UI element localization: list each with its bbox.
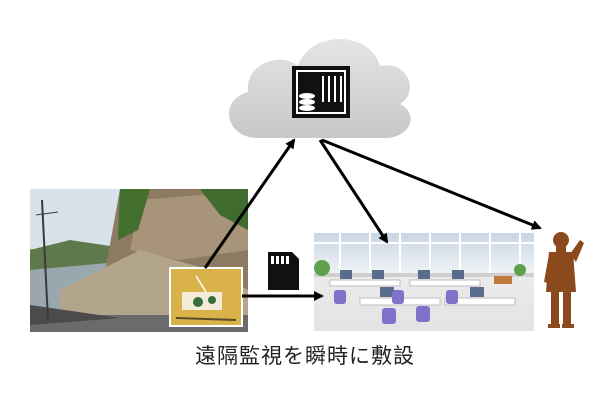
arrow-sensor-to-cloud (203, 138, 296, 269)
sd-card-icon (268, 252, 299, 290)
office-illustration (314, 233, 534, 331)
businessman-icon (544, 232, 584, 328)
sensor-device-photo (169, 267, 243, 327)
caption-text: 遠隔監視を瞬時に敷設 (195, 344, 415, 368)
arrow-cloud-to-person (321, 138, 542, 230)
arrow-cloud-to-office (318, 139, 389, 244)
server-icon (292, 66, 350, 118)
